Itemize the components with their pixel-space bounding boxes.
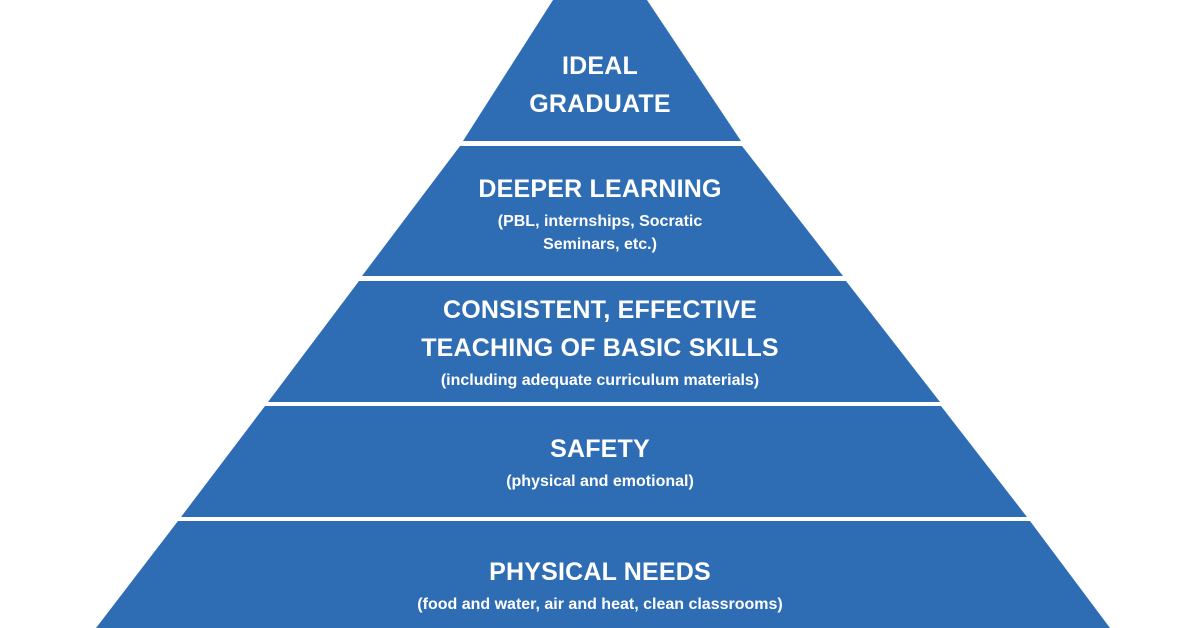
layer-subtitle: (including adequate curriculum materials… — [440, 372, 760, 389]
pyramid-layer-ideal-graduate: IDEAL GRADUATE — [463, 0, 741, 141]
pyramid-layer-deeper-learning: DEEPER LEARNING (PBL, internships, Socra… — [362, 146, 843, 276]
layer-title: PHYSICAL NEEDS — [489, 558, 711, 586]
layer-title: CONSISTENT, EFFECTIVE TEACHING OF BASIC … — [421, 296, 779, 362]
layer-title: IDEAL GRADUATE — [529, 51, 671, 118]
layer-subtitle: (physical and emotional) — [506, 473, 694, 490]
layer-title: SAFETY — [550, 435, 650, 463]
pyramid-layer-safety: SAFETY (physical and emotional) — [181, 406, 1027, 517]
layer-title: DEEPER LEARNING — [478, 175, 722, 203]
pyramid-layer-basic-skills: CONSISTENT, EFFECTIVE TEACHING OF BASIC … — [268, 281, 940, 402]
pyramid-layer-physical-needs: PHYSICAL NEEDS (food and water, air and … — [96, 521, 1110, 628]
layer-subtitle: (PBL, internships, Socratic Seminars, et… — [497, 213, 703, 253]
layer-subtitle: (food and water, air and heat, clean cla… — [417, 596, 783, 613]
